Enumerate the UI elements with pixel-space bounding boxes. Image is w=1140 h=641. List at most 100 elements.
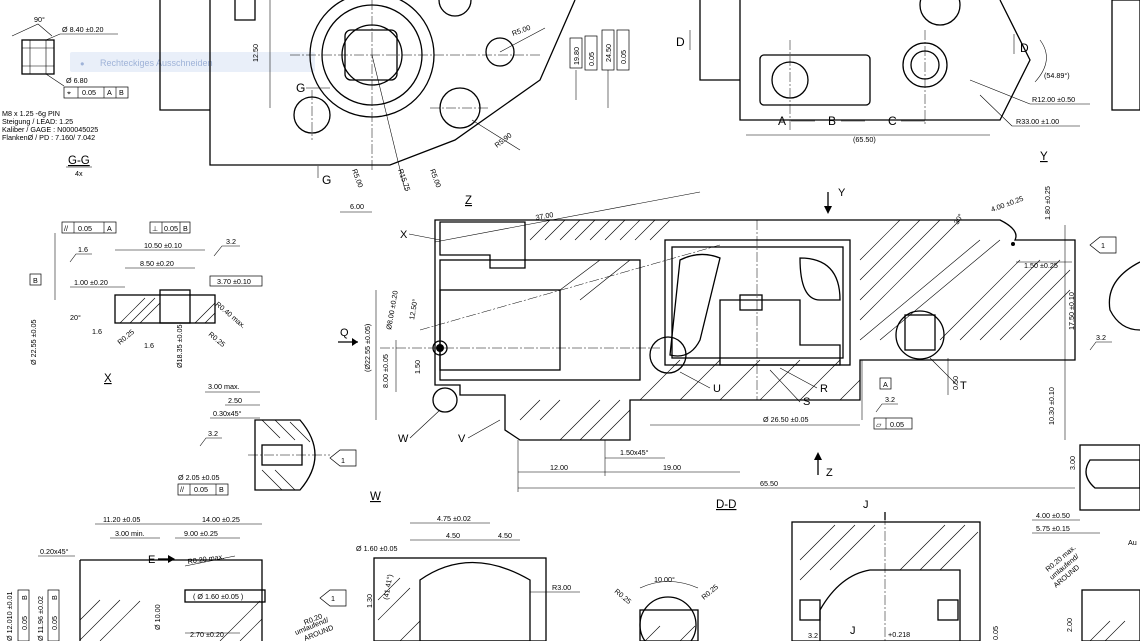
dim-r33: R33.00 ±1.00 bbox=[1016, 117, 1059, 126]
c-160: Ø 1.60 ±0.05 bbox=[356, 544, 398, 553]
dim-r5-b: R5.00 bbox=[350, 168, 365, 189]
z-30: 30° bbox=[952, 212, 965, 226]
label-z-arrow: Z bbox=[826, 467, 833, 479]
z-22-55: (Ø22.55 ±0.05) bbox=[363, 324, 372, 372]
dim-r5-top: R5.00 bbox=[511, 23, 532, 38]
e-ra: 3.2 bbox=[808, 631, 818, 640]
label-x: X bbox=[400, 229, 408, 241]
section-mark-g2: G bbox=[322, 173, 331, 187]
x-ra-3: 1.6 bbox=[92, 327, 102, 336]
label-j2: J bbox=[850, 625, 856, 637]
view-dd-title: D-D bbox=[716, 499, 736, 511]
r-5-75: 5.75 ±0.15 bbox=[1036, 524, 1070, 533]
b-dia10: Ø 10.00 bbox=[153, 604, 162, 630]
section-mark-b: B bbox=[828, 114, 836, 128]
label-t: T bbox=[960, 380, 967, 392]
label-w: W bbox=[398, 433, 409, 445]
gg-pos-tol: 0.05 bbox=[82, 88, 96, 97]
section-mark-d1: D bbox=[676, 35, 685, 49]
gg-dia-bot: Ø 6.80 bbox=[66, 76, 88, 85]
section-mark-a: A bbox=[778, 114, 786, 128]
c-41: (41.41°) bbox=[381, 574, 394, 601]
b-005b: 0.05 bbox=[50, 616, 59, 630]
z-37: 37.00 bbox=[535, 210, 554, 222]
x-10-50: 10.50 ±0.10 bbox=[144, 241, 182, 250]
z-1-80: 1.80 ±0.25 bbox=[1043, 186, 1052, 220]
perpendicular-icon: ⊥ bbox=[152, 224, 158, 233]
dim-r15-75: R15.75 bbox=[396, 168, 412, 193]
w-2-50: 2.50 bbox=[228, 396, 242, 405]
thread-note-2: Steigung / LEAD: 1.25 bbox=[2, 117, 73, 126]
x-par-ref: A bbox=[107, 224, 112, 233]
dim-angle-54: (54.89°) bbox=[1044, 71, 1070, 80]
dim-24-50: 24.50 bbox=[604, 44, 613, 62]
r-4-00: 4.00 ±0.50 bbox=[1036, 511, 1070, 520]
dim-6-00: 6.00 bbox=[350, 202, 364, 211]
b-tag: 1 bbox=[331, 594, 335, 603]
z-8: 8.00 ±0.05 bbox=[381, 354, 390, 388]
d-r025a: R0.25 bbox=[613, 587, 633, 606]
x-18-35: Ø18.35 ±0.05 bbox=[175, 324, 184, 368]
tol-0-05-b: 0.05 bbox=[619, 50, 628, 64]
bullet-icon: ● bbox=[80, 59, 85, 68]
z-10-30: 10.30 ±0.10 bbox=[1047, 387, 1056, 425]
view-w: 3.00 max. 2.50 0.30x45° 3.2 1 Ø 2.05 ±0.… bbox=[177, 382, 381, 503]
x-perp-tol: 0.05 bbox=[164, 224, 178, 233]
z-ra2: 3.2 bbox=[1096, 333, 1106, 342]
c-r3: R3.00 bbox=[552, 583, 571, 592]
label-j1: J bbox=[863, 499, 869, 511]
x-r040: R0.40 max. bbox=[214, 300, 248, 331]
view-top-center: 12.50 R5.00 R5.90 R15.75 R5.00 R5.00 6.0… bbox=[159, 0, 630, 213]
c-4-75: 4.75 ±0.02 bbox=[437, 514, 471, 523]
view-detail-d: 10.00° R0.25 R0.25 bbox=[613, 575, 720, 641]
x-ra-2: 3.2 bbox=[226, 237, 236, 246]
ghost-tooltip: ● Rechteckiges Ausschneiden bbox=[70, 52, 315, 72]
label-v: V bbox=[458, 433, 466, 445]
view-gg: 90° Ø 8.40 ±0.20 Ø 6.80 ⌖ 0.05 A B M8 x … bbox=[2, 15, 129, 178]
d-r025b: R0.25 bbox=[700, 582, 720, 601]
e-005: 0.05 bbox=[991, 626, 1000, 640]
view-x-title: X bbox=[104, 373, 112, 385]
x-ref-b: B bbox=[33, 276, 38, 285]
label-r: R bbox=[820, 383, 828, 395]
b-12-01: Ø 12.010 ±0.01 bbox=[5, 591, 14, 641]
view-z-title: Z bbox=[465, 195, 472, 207]
flatness-icon: ▱ bbox=[876, 420, 882, 429]
view-y-title: Y bbox=[1040, 151, 1048, 163]
r-3-00: 3.00 bbox=[1068, 456, 1077, 470]
label-u: U bbox=[713, 383, 721, 395]
x-22-55: Ø 22.55 ±0.05 bbox=[29, 319, 38, 365]
w-ra: 3.2 bbox=[208, 429, 218, 438]
z-flat: 0.05 bbox=[890, 420, 904, 429]
label-y-arrow: Y bbox=[838, 187, 846, 199]
x-par-tol: 0.05 bbox=[78, 224, 92, 233]
view-top-right: (65.50) A B C D D (54.89°) R12.00 ±0.50 … bbox=[676, 0, 1140, 144]
r-2-00: 2.00 bbox=[1065, 618, 1074, 632]
b-refb: B bbox=[20, 595, 29, 600]
z-8-00: Ø8.00 ±0.20 bbox=[384, 290, 400, 330]
section-mark-c: C bbox=[888, 114, 897, 128]
x-8-50: 8.50 ±0.20 bbox=[140, 259, 174, 268]
b-r020: R0.20 max. bbox=[187, 552, 225, 566]
x-r025b: R0.25 bbox=[207, 330, 227, 349]
b-160: ( Ø 1.60 ±0.05 ) bbox=[193, 592, 243, 601]
view-bottom-j: J J 3.2 +0.218 0.05 bbox=[791, 499, 1000, 641]
ghost-tooltip-text: Rechteckiges Ausschneiden bbox=[100, 58, 213, 68]
b-14-00: 14.00 ±0.25 bbox=[202, 515, 240, 524]
parallel-icon: // bbox=[180, 485, 184, 494]
w-030: 0.30x45° bbox=[213, 409, 242, 418]
view-gg-title: G-G bbox=[68, 155, 90, 167]
z-ref-a: A bbox=[883, 380, 888, 389]
z-12: 12.00 bbox=[550, 463, 568, 472]
gg-dia-top: Ø 8.40 ±0.20 bbox=[62, 25, 104, 34]
view-gg-scale: 4x bbox=[75, 169, 83, 178]
section-mark-d2: D bbox=[1020, 41, 1029, 55]
b-020: 0.20x45° bbox=[40, 547, 69, 556]
w-par-ref: B bbox=[219, 485, 224, 494]
parallel-icon: // bbox=[64, 224, 68, 233]
c-1-30: 1.30 bbox=[365, 594, 374, 608]
z-1-50b: 1.50 ±0.25 bbox=[1024, 261, 1058, 270]
view-bottom-left: 11.20 ±0.05 14.00 ±0.25 3.00 min. 9.00 ±… bbox=[5, 515, 347, 641]
dim-19-80: 19.80 bbox=[572, 47, 581, 65]
x-r025a: R0.25 bbox=[116, 327, 136, 346]
